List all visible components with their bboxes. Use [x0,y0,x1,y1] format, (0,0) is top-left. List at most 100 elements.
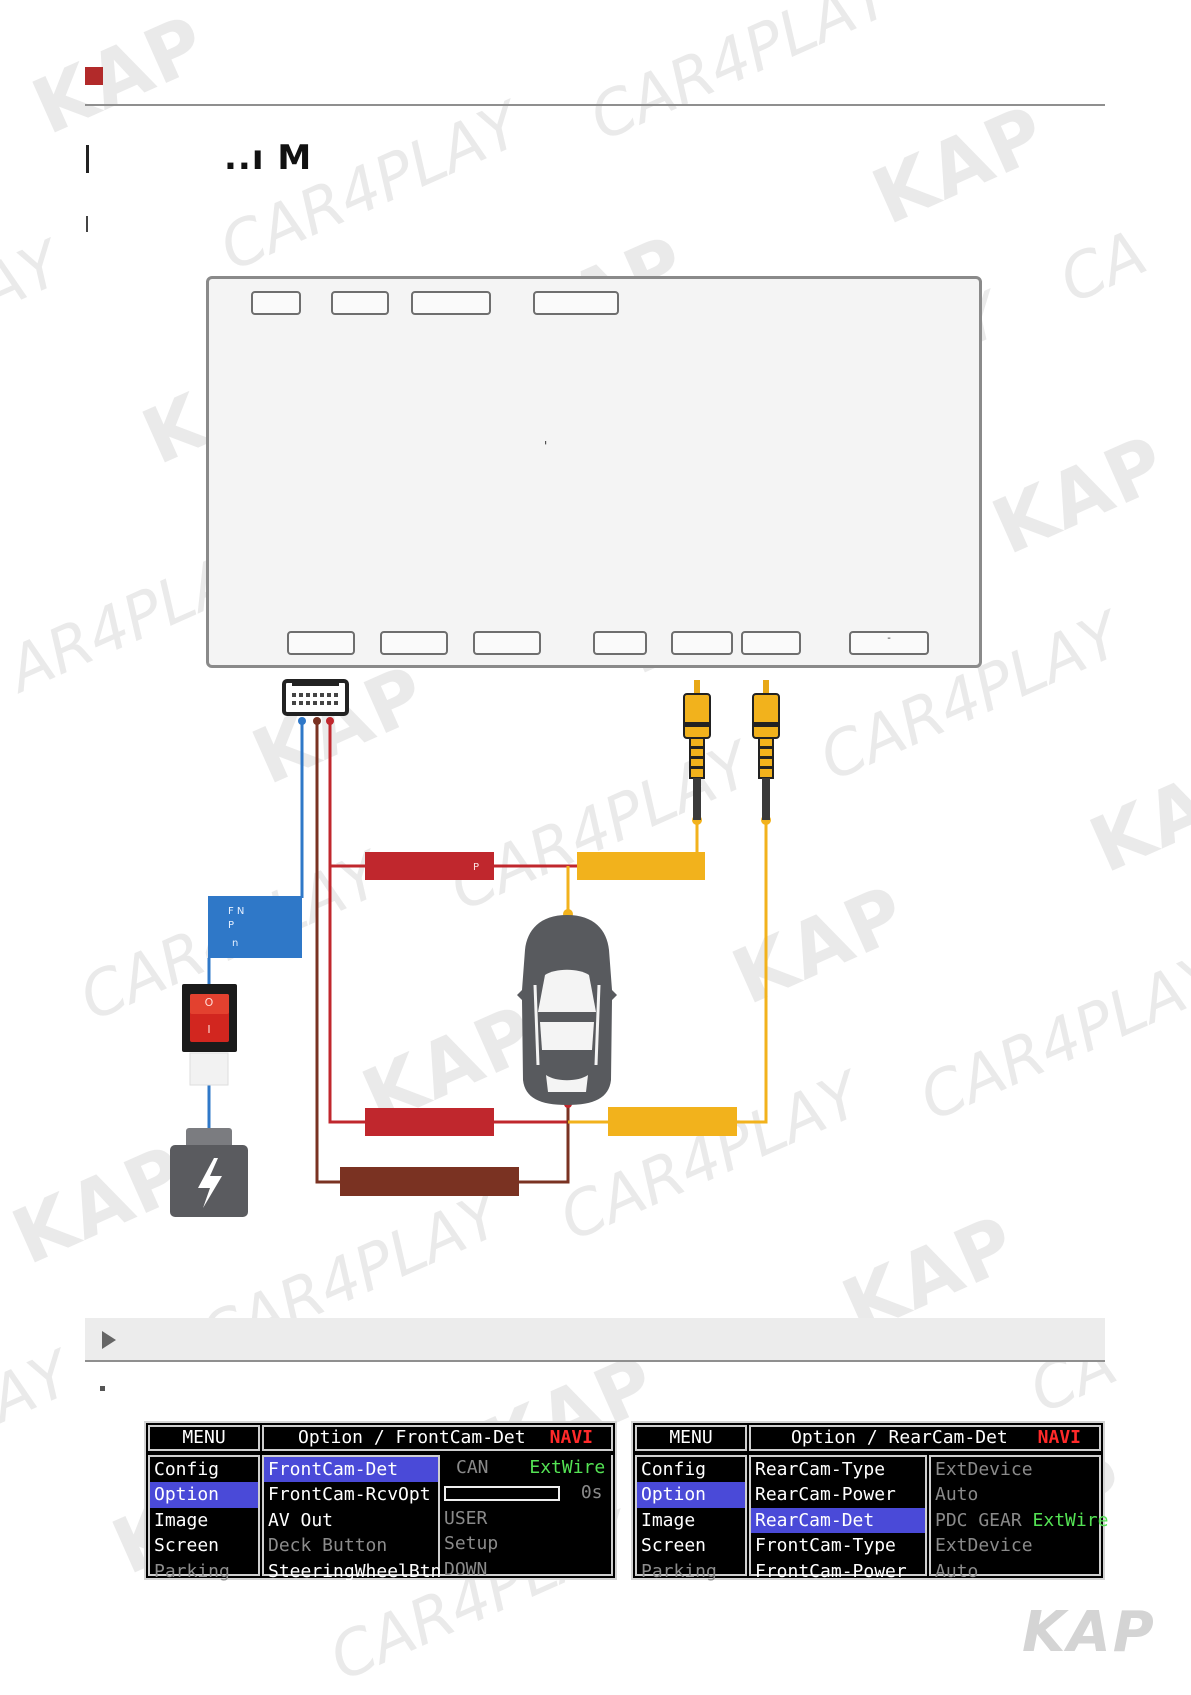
osd-menu-item-selected[interactable]: Option [150,1482,258,1508]
blue-box-line3: n [232,938,238,949]
osd-screen-rearcam: MENU Option / RearCam-Det NAVI Config Op… [631,1421,1108,1582]
rocker-switch-icon: O I [182,984,237,1086]
red-label-top-text: P [473,862,479,873]
osd-title: Option / RearCam-Det [791,1427,1008,1448]
head-unit: ' - [206,276,982,668]
osd-value-row: 0s [440,1480,611,1505]
osd-value-bar[interactable] [444,1485,560,1501]
rca-connector-icon [752,680,780,820]
header-divider [85,104,1105,106]
osd-navi-badge: NAVI [549,1427,593,1448]
osd-menu-item[interactable]: Parking [154,1560,230,1582]
osd-menu-item[interactable]: Config [154,1459,220,1480]
port-bottom-7: - [849,631,929,655]
osd-option-item[interactable]: AV Out [268,1509,334,1531]
osd-menu-title: MENU [182,1427,226,1448]
blue-label-box [208,896,302,958]
osd-value-list: ExtDevice Auto PDC GEAR ExtWire ExtDevic… [929,1455,1108,1582]
osd-menu-list: Config Option Image Screen Parking [635,1455,747,1582]
osd-navi-badge: NAVI [1037,1427,1081,1448]
wiring-diagram: F N P n O I P [170,679,780,1217]
subtitle-bar [86,216,88,232]
osd-title: Option / FrontCam-Det [298,1427,526,1448]
switch-on-symbol: O [205,996,214,1009]
red-label-box-top [365,852,494,880]
switch-off-symbol: I [207,1023,210,1036]
port-top-2 [331,291,389,315]
osd-menu-item[interactable]: Parking [641,1560,717,1582]
port-bottom-3 [473,631,541,655]
osd-menu-list: Config Option Image Screen Parking [148,1455,260,1582]
section-marker [85,67,103,85]
osd-menu-item[interactable]: Config [641,1459,707,1480]
osd-value-item[interactable]: ExtDevice [935,1459,1033,1480]
osd-value-item[interactable]: ExtDevice [935,1535,1033,1557]
blue-box-line2: P [228,920,234,931]
osd-value-seconds: 0s [580,1482,603,1504]
watermark: KAP [19,0,220,152]
port-bottom-5 [671,631,733,655]
osd-option-list: RearCam-Type RearCam-Power RearCam-Det F… [749,1455,927,1582]
title-bar [86,145,89,173]
osd-value-list: CAN ExtWire 0s USER Setup DOWN [440,1455,613,1580]
blue-wire-pin [298,717,306,725]
osd-option-item[interactable]: FrontCam-RcvOpt [268,1484,431,1506]
brown-wire-pin [313,717,321,725]
osd-option-item[interactable]: FrontCam-Power [755,1560,907,1582]
watermark: AY [0,1336,82,1437]
osd-menu-header: MENU [148,1425,260,1451]
osd-value-item[interactable]: DOWN [444,1558,488,1580]
osd-option-item-selected[interactable]: FrontCam-Det [264,1457,438,1483]
osd-value-can[interactable]: CAN [456,1457,489,1478]
osd-option-item[interactable]: SteeringWheelBtn [268,1560,442,1582]
osd-value-extwire[interactable]: ExtWire [1032,1509,1109,1531]
osd-value-pdc-gear[interactable]: PDC GEAR [935,1509,1022,1531]
watermark: CA [1048,215,1157,318]
osd-value-item[interactable]: Auto [935,1484,979,1506]
osd-value-extwire[interactable]: ExtWire [529,1457,606,1478]
osd-menu-item-selected[interactable]: Option [637,1482,745,1508]
osd-menu-item[interactable]: Image [154,1509,209,1531]
port-bottom-1 [287,631,355,655]
osd-menu-header: MENU [635,1425,747,1451]
port-bottom-2 [380,631,448,655]
osd-option-item[interactable]: FrontCam-Type [755,1535,896,1557]
page-title: ..ı M [224,138,313,178]
watermark: CAR4PLAY [579,0,902,156]
osd-value-row: PDC GEAR ExtWire [931,1508,1108,1533]
red-label-box-bottom [365,1108,494,1136]
port-bottom-7-label: - [887,633,891,644]
car-icon [517,915,617,1105]
watermark: KAP [859,87,1060,242]
watermark: AY [0,226,72,327]
bullet-point [100,1386,105,1391]
brown-label-box [340,1167,519,1196]
osd-value-item[interactable]: Setup [444,1533,499,1555]
info-bar [85,1318,1105,1360]
osd-title-header: Option / FrontCam-Det NAVI [262,1425,613,1451]
battery-icon [170,1128,248,1217]
osd-option-list: FrontCam-Det FrontCam-RcvOpt AV Out Deck… [262,1455,441,1582]
play-icon [102,1331,116,1349]
info-divider [85,1360,1105,1362]
osd-option-item[interactable]: RearCam-Power [755,1484,896,1506]
osd-value-item[interactable]: USER [444,1507,488,1529]
osd-value-item[interactable]: Auto [935,1560,979,1582]
osd-menu-item[interactable]: Screen [641,1535,707,1557]
yellow-label-box-bottom [608,1107,737,1136]
multi-pin-connector-icon [282,679,349,716]
osd-option-item[interactable]: RearCam-Type [755,1459,886,1480]
osd-menu-item[interactable]: Image [641,1509,696,1531]
osd-menu-title: MENU [669,1427,713,1448]
osd-option-item-selected[interactable]: RearCam-Det [751,1507,925,1534]
osd-menu-item[interactable]: Screen [154,1535,220,1557]
osd-screen-frontcam: MENU Option / FrontCam-Det NAVI Config O… [144,1421,617,1582]
yellow-label-box-top [577,852,705,880]
port-bottom-6 [741,631,801,655]
rca-connector-icon [683,680,711,820]
watermark: KAP [979,417,1180,572]
osd-value-row: CAN ExtWire [440,1455,611,1480]
osd-title-header: Option / RearCam-Det NAVI [749,1425,1101,1451]
osd-option-item[interactable]: Deck Button [268,1535,388,1557]
kap-logo: KAP [1022,1600,1156,1665]
